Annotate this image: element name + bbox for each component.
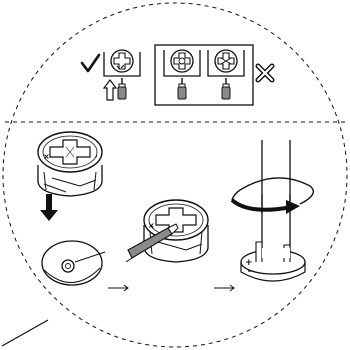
check-icon [82, 55, 99, 71]
clockwise-rotation-icon [232, 178, 313, 214]
hole-with-screwdriver-step1 [42, 241, 105, 285]
svg-text:·: · [95, 153, 98, 161]
cross-icon [258, 66, 272, 80]
callout-pointer-line [2, 320, 48, 346]
step-arrow-1 [108, 285, 128, 291]
down-arrow-icon [40, 194, 58, 221]
wrong-screwdriver-fit-1 [164, 50, 200, 99]
svg-text:−: − [247, 267, 255, 277]
svg-text:×: × [148, 221, 155, 230]
cam-lock-fitting-step1: × · [38, 132, 102, 196]
cam-lock-with-screwdriver-step2: × [126, 200, 208, 262]
rotating-connector-step3: + − [232, 140, 313, 281]
step-arrow-2 [214, 285, 234, 291]
wrong-screwdriver-fit-2 [208, 50, 244, 99]
up-arrow-icon [104, 80, 116, 100]
svg-text:×: × [43, 152, 50, 161]
wrong-fit-box [155, 45, 253, 105]
